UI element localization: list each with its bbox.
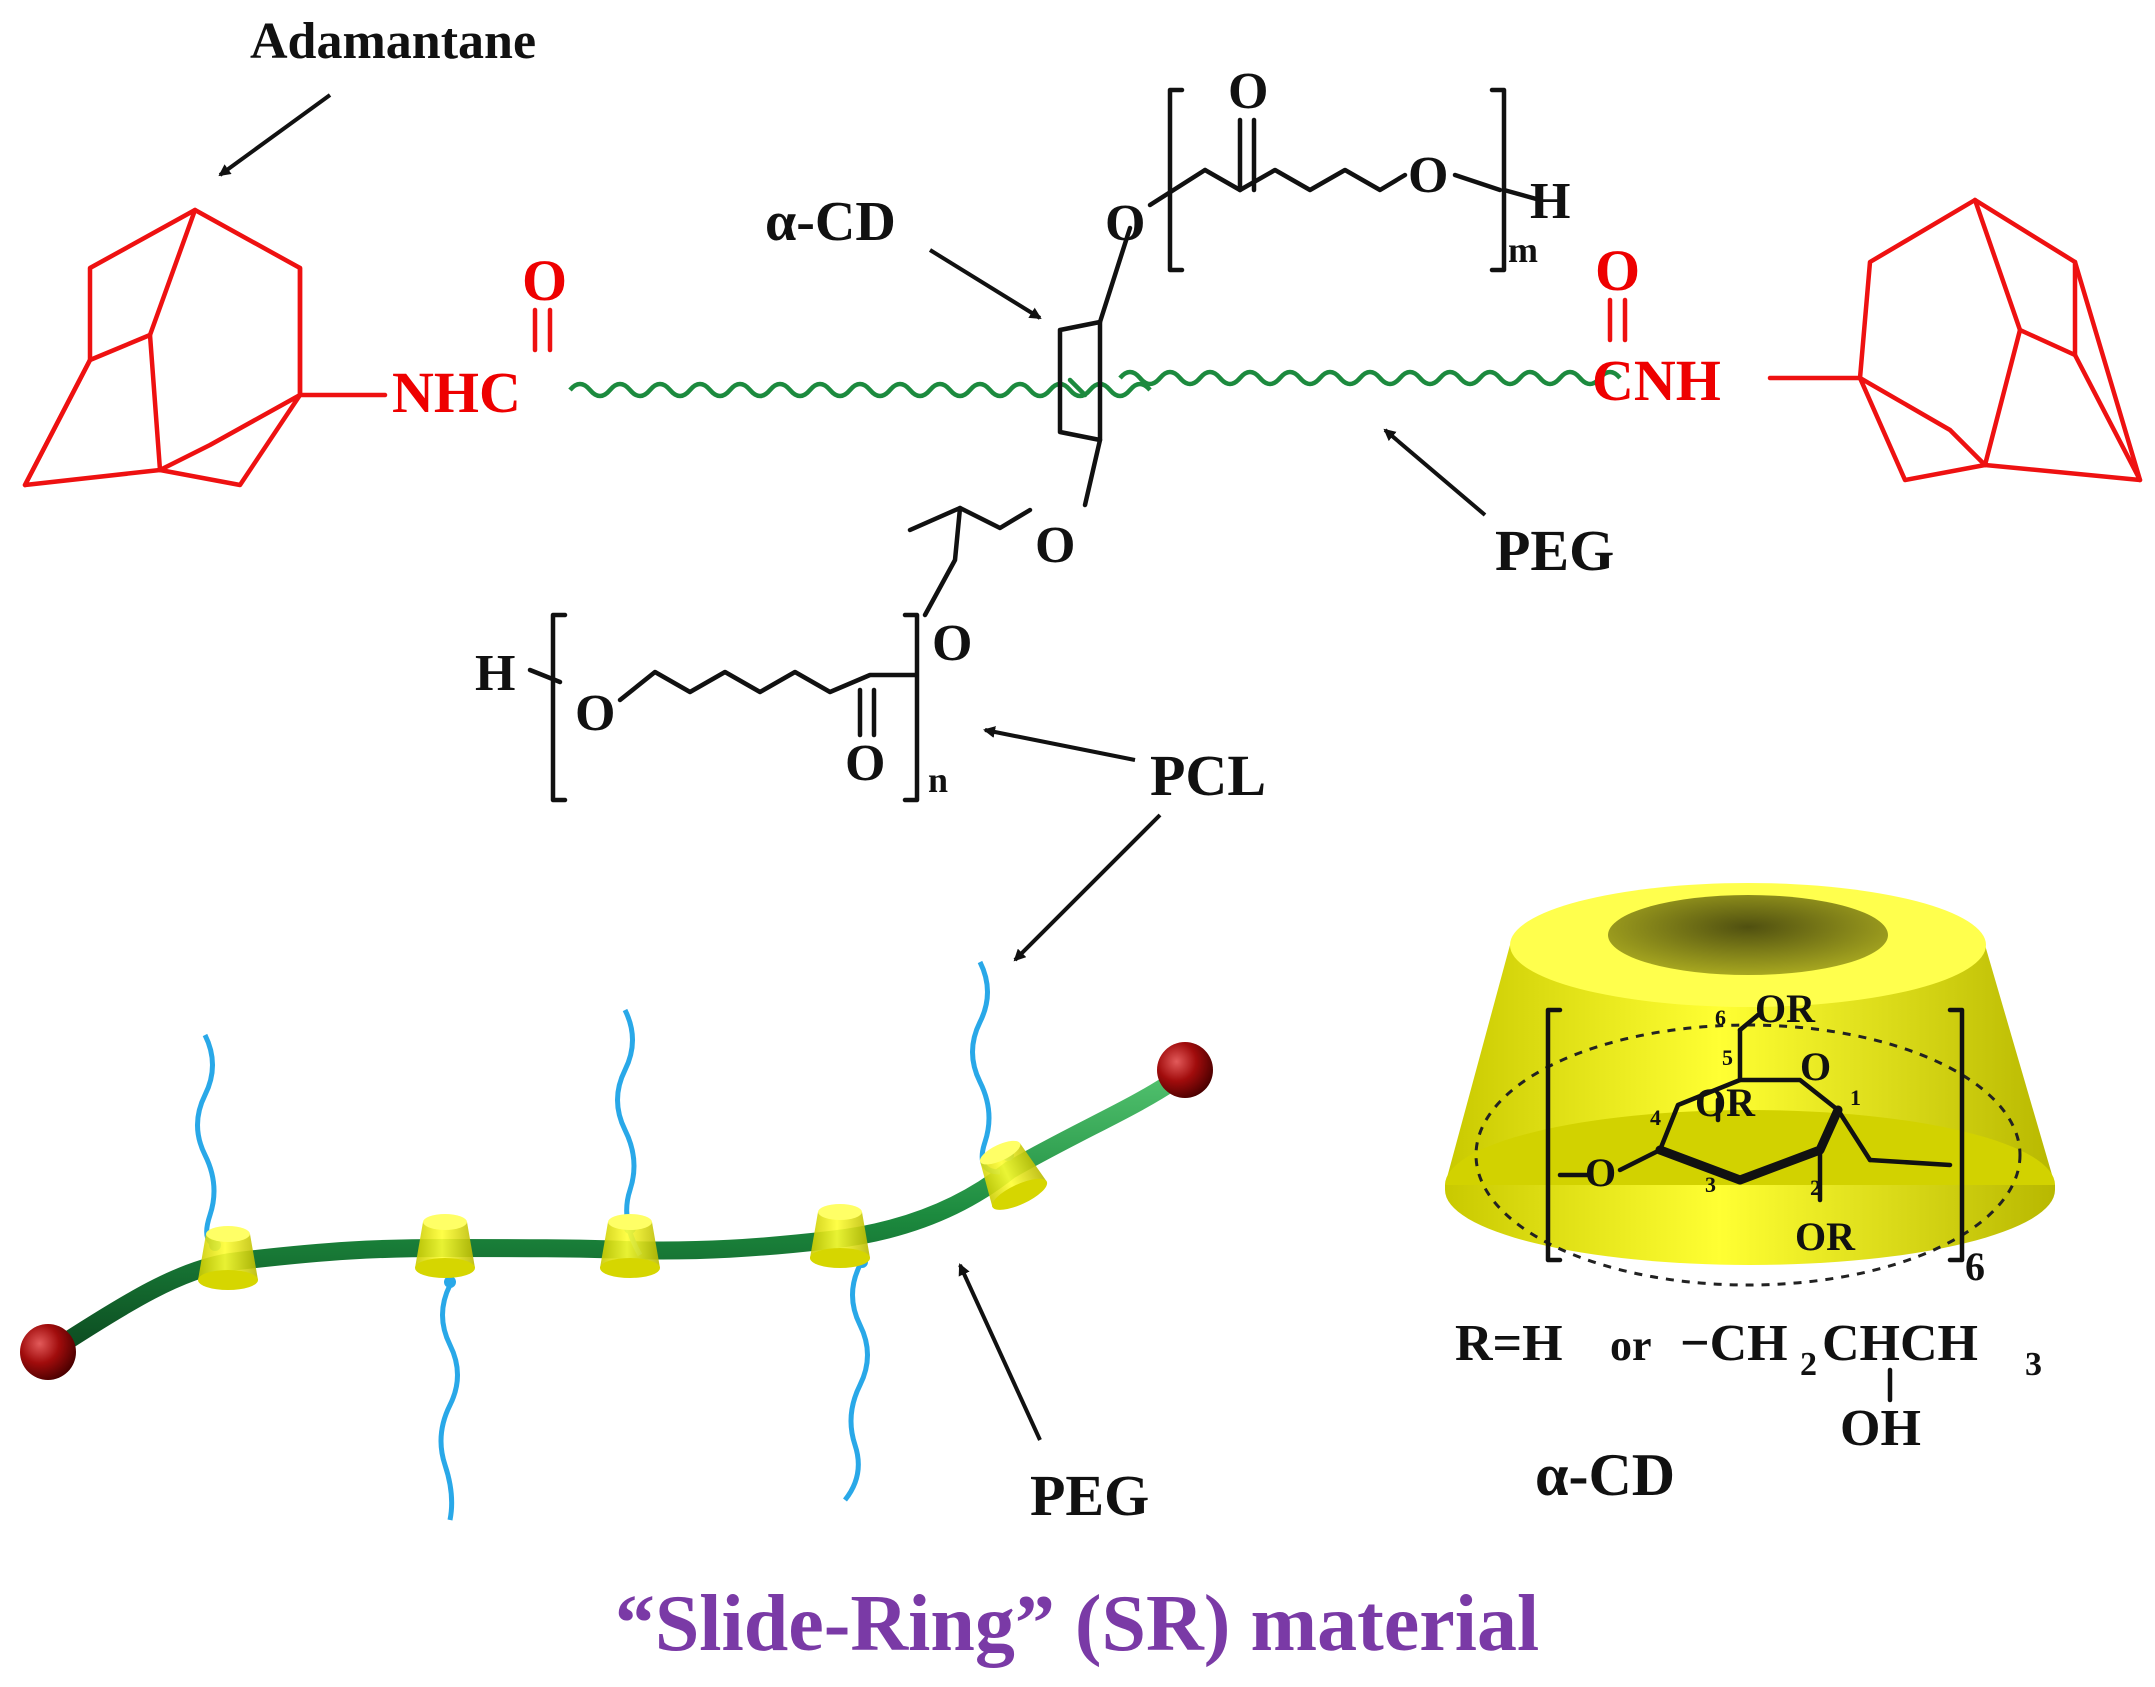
carbonyl-o-right: O	[1595, 238, 1640, 303]
peg-chain-top-left	[568, 381, 1152, 399]
cd-num-4: 4	[1650, 1105, 1661, 1130]
cd-repeat-6: 6	[1965, 1244, 1985, 1289]
peg-backbone-3d	[41, 1071, 1184, 1361]
top-sub-m: m	[1508, 230, 1538, 270]
bottom-carbonyl-o: O	[845, 735, 885, 792]
nhc-group: NHC	[392, 360, 521, 425]
peg-bottom-arrow	[958, 1263, 1042, 1441]
r-def-sub: 2	[1800, 1346, 1817, 1383]
r-def-sub2: 3	[2025, 1346, 2042, 1383]
cd-num-5: 5	[1722, 1045, 1733, 1070]
cd-o-left: O	[1585, 1150, 1616, 1195]
adamantane-right	[1767, 197, 2143, 483]
bottom-h: H	[475, 645, 515, 702]
peg-label-bottom: PEG	[1030, 1463, 1149, 1528]
r-definition: R=H or −CH 2 CHCH 3 OH	[1455, 1315, 2042, 1457]
bottom-chain-o: O	[575, 685, 615, 742]
carbonyl-o-left: O	[522, 248, 567, 313]
lower-o-mid: O	[1035, 517, 1075, 574]
alpha-cd-cup: OR OR OR O O 1 2 3 4 5 6 6	[1445, 883, 2055, 1289]
peg-label-top: PEG	[1495, 518, 1614, 583]
peg-chain-top-right	[1118, 369, 1622, 387]
cd-rings-3d	[198, 1140, 1048, 1290]
lower-o-low: O	[932, 615, 972, 672]
alpha-cd-arrow	[928, 248, 1042, 320]
top-h: H	[1530, 173, 1570, 230]
r-def-group: −CH	[1680, 1315, 1788, 1372]
adamantane-label: Adamantane	[250, 13, 536, 70]
end-cap-right	[1157, 1042, 1213, 1098]
top-pcl-chain	[1147, 87, 1543, 273]
adamantane-arrow	[218, 93, 332, 177]
cd-num-6: 6	[1715, 1005, 1726, 1030]
end-cap-left	[20, 1324, 76, 1380]
bottom-sub-n: n	[928, 760, 948, 800]
caption: “Slide-Ring” (SR) material	[615, 1580, 1539, 1668]
cd-num-2: 2	[1810, 1175, 1821, 1200]
peg-top-arrow	[1383, 428, 1487, 517]
cd-num-1: 1	[1850, 1085, 1861, 1110]
top-carbonyl-o: O	[1228, 63, 1268, 120]
cd-num-3: 3	[1705, 1172, 1716, 1197]
r-def-or: or	[1610, 1321, 1652, 1370]
cnh-group: CNH	[1592, 348, 1721, 413]
r-def-oh: OH	[1840, 1400, 1921, 1457]
r-def-prefix: R=H	[1455, 1315, 1563, 1372]
alpha-cd-label-top: α-CD	[765, 191, 896, 253]
cd-or-bottom: OR	[1795, 1214, 1856, 1259]
lower-linkage	[907, 505, 1033, 618]
alpha-cd-name: α-CD	[1535, 1442, 1675, 1508]
bottom-pcl-chain	[527, 612, 920, 803]
pcl-strands	[195, 960, 1001, 1521]
top-chain-o: O	[1408, 147, 1448, 204]
pcl-label: PCL	[1150, 743, 1266, 808]
cd-ring-schematic	[1057, 225, 1133, 508]
r-def-group2: CHCH	[1822, 1315, 1978, 1372]
cd-o-ring: O	[1800, 1044, 1831, 1089]
cd-or-mid: OR	[1695, 1080, 1756, 1125]
slide-ring-model	[20, 960, 1213, 1521]
top-ring-o: O	[1105, 195, 1145, 252]
adamantane-left	[22, 207, 388, 488]
pcl-arrow-model	[1013, 813, 1162, 962]
pcl-arrow-structure	[983, 726, 1136, 762]
cd-or-top: OR	[1755, 986, 1816, 1031]
